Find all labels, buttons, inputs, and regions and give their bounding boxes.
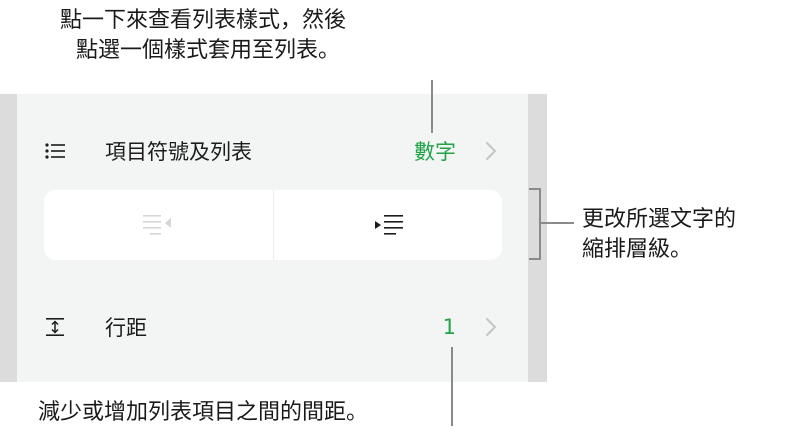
callout-line-2: 縮排層級。	[582, 237, 693, 262]
chevron-right-icon	[486, 318, 496, 336]
callout-line-1: 更改所選文字的	[582, 207, 737, 232]
callout-line-bottom	[451, 347, 453, 426]
left-edge-strip	[0, 94, 17, 382]
callout-bracket-vertical	[539, 188, 541, 260]
indent-divider	[272, 190, 274, 260]
bulleted-list-icon	[45, 143, 65, 159]
decrease-indent-icon	[143, 215, 172, 235]
bullets-and-lists-row[interactable]: 項目符號及列表 數字	[17, 131, 528, 171]
line-spacing-value: 1	[442, 315, 456, 339]
callout-line-top	[431, 80, 433, 133]
callout-bracket-top	[529, 188, 541, 190]
right-edge-strip	[528, 94, 547, 382]
callout-line-2: 點選一個樣式套用至列表。	[76, 38, 341, 63]
list-style-value: 數字	[414, 140, 456, 164]
indent-control	[44, 190, 502, 260]
chevron-right-icon	[486, 142, 496, 160]
decrease-indent-button[interactable]	[44, 190, 273, 260]
line-spacing-row[interactable]: 行距 1	[17, 307, 528, 347]
callout-spacing: 減少或增加列表項目之間的間距。	[38, 400, 369, 425]
line-spacing-label: 行距	[105, 316, 147, 340]
increase-indent-icon	[374, 215, 403, 235]
callout-line-1: 點一下來查看列表樣式，然後	[60, 8, 347, 33]
callout-bracket-bottom	[529, 258, 541, 260]
line-spacing-icon	[46, 318, 64, 336]
callout-indent: 更改所選文字的 縮排層級。	[582, 205, 736, 265]
callout-bracket-leader	[541, 222, 574, 224]
increase-indent-button[interactable]	[274, 190, 503, 260]
callout-list-style: 點一下來查看列表樣式，然後 點選一個樣式套用至列表。	[60, 6, 346, 66]
bullets-and-lists-label: 項目符號及列表	[105, 140, 252, 164]
